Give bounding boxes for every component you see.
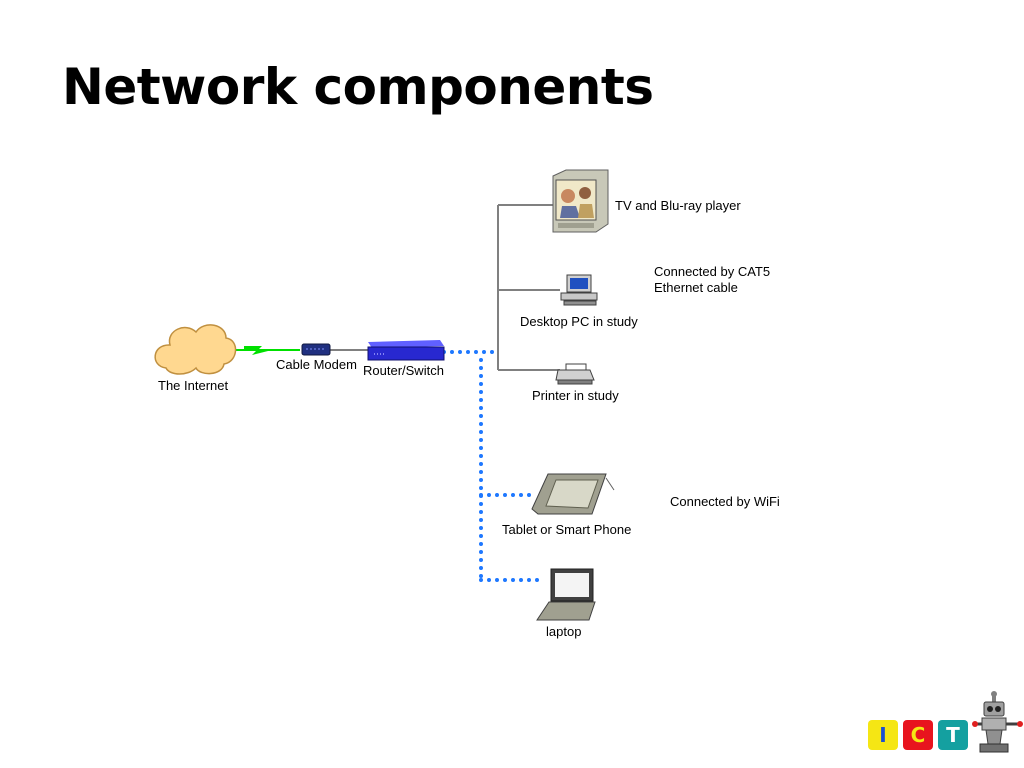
modem-label: Cable Modem: [276, 357, 357, 372]
slide-title: Network components: [62, 58, 654, 116]
tv-label: TV and Blu-ray player: [615, 198, 741, 213]
modem-icon: [301, 343, 331, 356]
wired-connections: [232, 204, 560, 371]
tablet-icon: [531, 473, 615, 515]
router-label: Router/Switch: [363, 363, 444, 378]
router-icon: [367, 340, 445, 361]
logo-letter-i: I: [868, 720, 898, 750]
robot-icon: [972, 691, 1023, 753]
tv-icon: [552, 169, 609, 233]
printer-icon: [555, 363, 595, 385]
cloud-icon: [154, 324, 237, 375]
wifi-connections: [442, 350, 544, 582]
wired-note: Connected by CAT5 Ethernet cable: [654, 264, 770, 297]
laptop-icon: [536, 568, 596, 621]
desktop-pc-icon: [560, 274, 598, 306]
wifi-note: Connected by WiFi: [670, 494, 780, 509]
logo-letter-t: T: [938, 720, 968, 750]
lightning-icon: [244, 346, 272, 355]
logo-letter-c: C: [903, 720, 933, 750]
printer-label: Printer in study: [532, 388, 619, 403]
desktop-label: Desktop PC in study: [520, 314, 638, 329]
wired-note-line1: Connected by CAT5: [654, 264, 771, 279]
tablet-label: Tablet or Smart Phone: [502, 522, 632, 537]
laptop-label: laptop: [546, 624, 582, 639]
wired-note-line2: Ethernet cable: [654, 280, 738, 296]
internet-label: The Internet: [158, 378, 229, 393]
